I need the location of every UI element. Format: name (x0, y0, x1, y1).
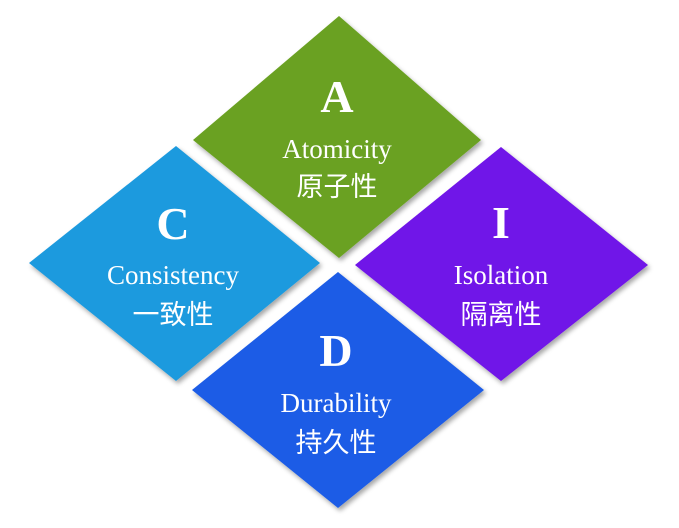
diamond-consistency: C Consistency 一致性 (29, 146, 320, 381)
durability-english-label: Durability (281, 388, 392, 418)
consistency-english-label: Consistency (107, 260, 239, 290)
diamond-isolation-shape (355, 147, 648, 381)
durability-chinese-label: 持久性 (296, 428, 377, 459)
diamond-durability: D Durability 持久性 (192, 272, 484, 508)
diamond-atomicity-shape (193, 16, 481, 258)
isolation-letter: I (492, 197, 510, 248)
consistency-chinese-label: 一致性 (133, 300, 214, 331)
diamond-isolation: I Isolation 隔离性 (355, 147, 648, 381)
atomicity-chinese-label: 原子性 (297, 172, 378, 203)
isolation-english-label: Isolation (454, 260, 549, 290)
diamond-consistency-shape (29, 146, 320, 381)
diamond-atomicity: A Atomicity 原子性 (193, 16, 481, 258)
isolation-chinese-label: 隔离性 (461, 300, 542, 331)
diamond-durability-shape (192, 272, 484, 508)
atomicity-letter: A (320, 71, 353, 122)
durability-letter: D (319, 325, 352, 376)
atomicity-english-label: Atomicity (282, 134, 392, 164)
consistency-letter: C (156, 198, 189, 249)
